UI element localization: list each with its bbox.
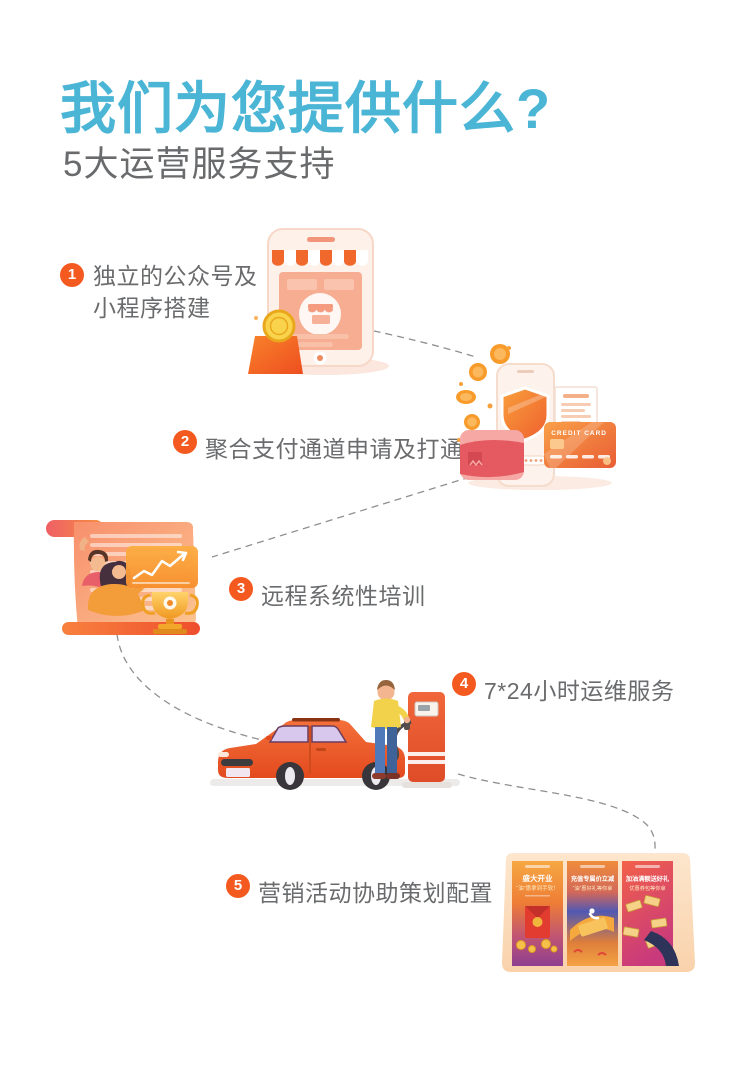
- step-1-label-line1: 独立的公众号及: [93, 263, 258, 289]
- red-envelope-icon: [525, 906, 550, 938]
- step-5-number-badge: 5: [226, 874, 250, 898]
- page-title: 我们为您提供什么?: [60, 77, 552, 140]
- trainer-people-icon: [79, 537, 147, 616]
- credit-card-label: CREDIT CARD: [551, 430, 607, 437]
- poster-2-title: 充值专属价立减: [571, 875, 615, 883]
- poster-3-subtitle: 优惠券包等你拿: [629, 884, 666, 892]
- step-4-label: 7*24小时运维服务: [484, 678, 675, 704]
- store-awning-icon: [272, 250, 368, 266]
- illustration-marketing: 盛大开业 “油”惠拿到手软！ 充值专属价立减 “油”惠好礼等你拿: [502, 853, 695, 972]
- wallet-icon: [460, 430, 524, 480]
- poster-2-subtitle: “油”惠好礼等你拿: [573, 884, 614, 892]
- card-surfer-icon: [570, 908, 614, 956]
- poster-1-title: 盛大开业: [523, 873, 553, 883]
- poster-grand-opening: 盛大开业 “油”惠拿到手软！: [512, 861, 563, 966]
- step-5-label: 营销活动协助策划配置: [258, 880, 493, 906]
- shopping-bag-icon: [248, 309, 303, 374]
- illustration-training: [46, 520, 200, 635]
- poster-refuel-gift: 加油满额送好礼 优惠券包等你拿: [622, 861, 679, 966]
- poster-1-subtitle: “油”惠拿到手软！: [516, 884, 558, 892]
- step-2-label: 聚合支付通道申请及打通: [205, 436, 464, 462]
- step-3-number-badge: 3: [229, 577, 253, 601]
- illustration-payment: CREDIT CARD: [456, 344, 616, 490]
- coins-icon: [456, 344, 511, 443]
- car-icon: [218, 718, 405, 790]
- step-4-number-badge: 4: [452, 672, 476, 696]
- trophy-icon: [141, 592, 199, 634]
- illustration-miniprogram: [248, 228, 389, 375]
- coin-icon: [262, 309, 296, 343]
- credit-card-icon: CREDIT CARD: [544, 422, 616, 468]
- step-1-label: 独立的公众号及 小程序搭建: [93, 260, 258, 324]
- poster-3-title: 加油满额送好礼: [625, 875, 670, 883]
- connector-step2-step3: [211, 476, 471, 558]
- step-1-number-badge: 1: [60, 263, 84, 287]
- hand-arm-icon: [644, 931, 679, 966]
- step-2-number-badge: 2: [173, 430, 197, 454]
- driver-person-icon: [371, 680, 411, 779]
- step-1-label-line2: 小程序搭建: [93, 295, 211, 321]
- illustration-gas-station: [210, 680, 460, 790]
- fuel-pump-icon: [402, 692, 452, 788]
- gold-coins-icon: [516, 939, 558, 953]
- poster-recharge-discount: 充值专属价立减 “油”惠好礼等你拿: [567, 861, 618, 966]
- ground: [210, 779, 460, 786]
- page-subtitle: 5大运营服务支持: [63, 145, 336, 184]
- step-3-label: 远程系统性培训: [261, 583, 426, 609]
- shop-glyph-icon: [308, 304, 334, 324]
- growth-chart-icon: [126, 546, 198, 588]
- connector-step4-step5: [457, 773, 656, 859]
- shield-icon: [500, 386, 550, 442]
